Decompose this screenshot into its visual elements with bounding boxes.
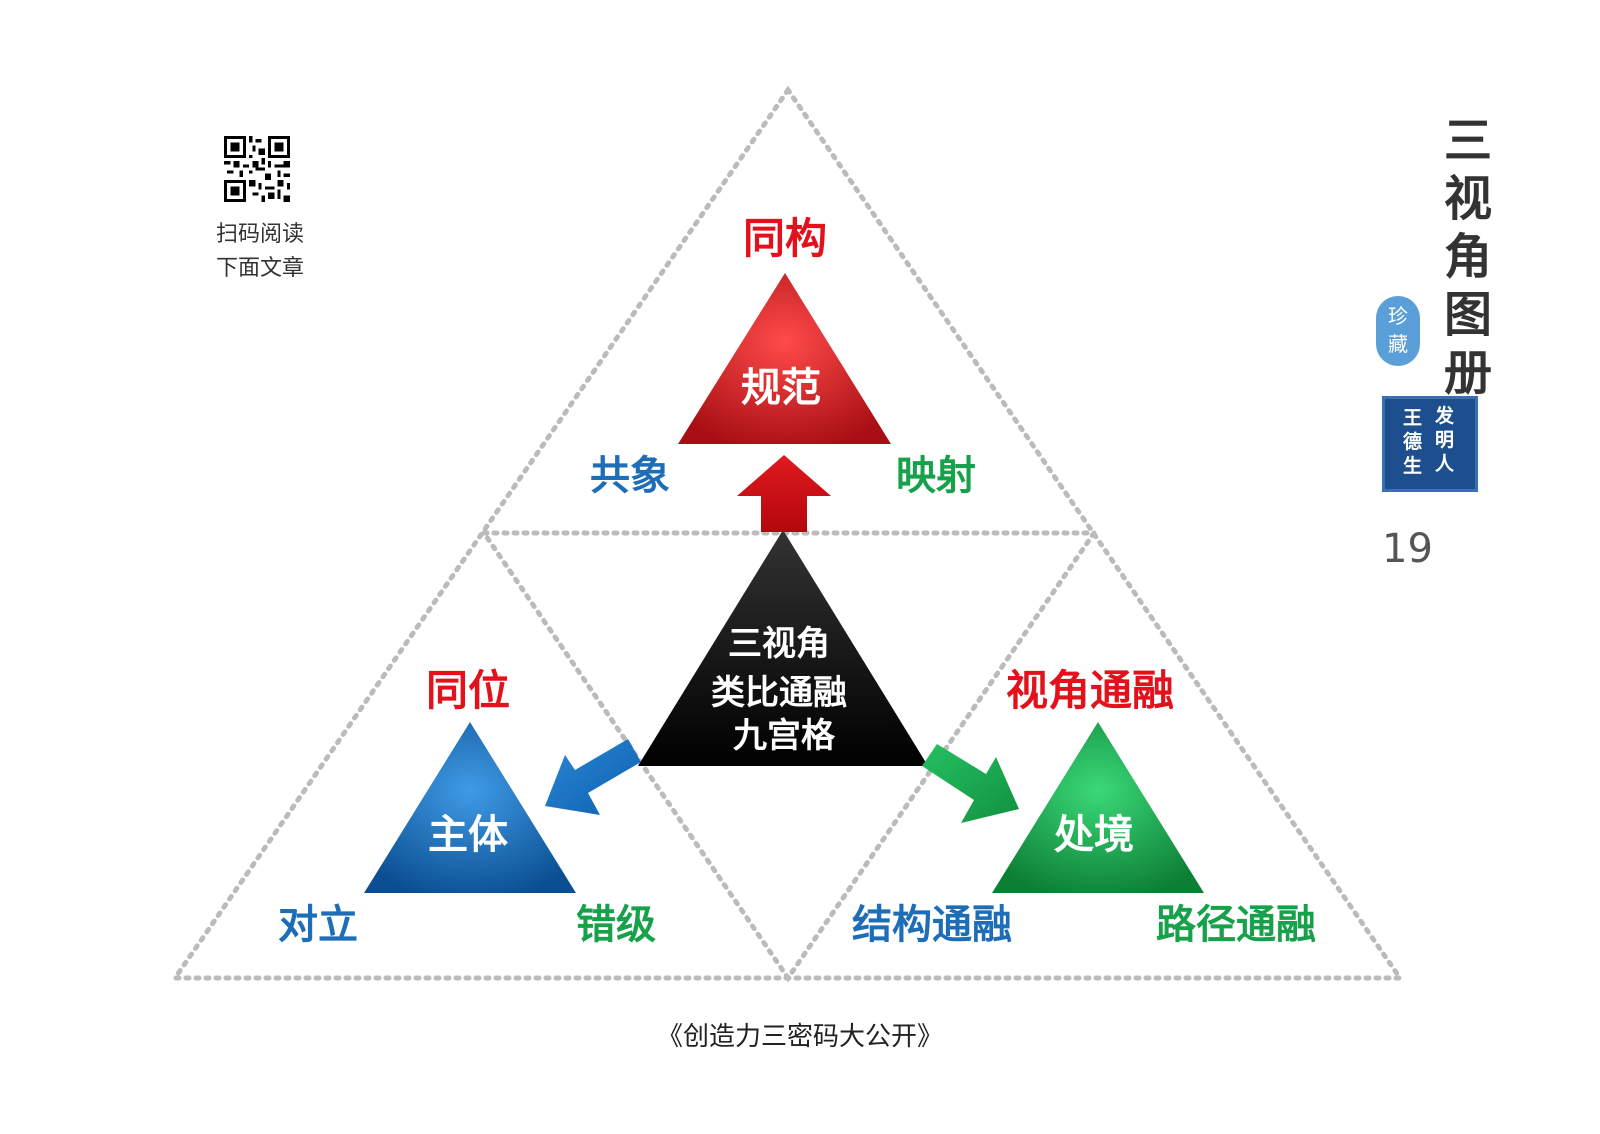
seal-char: 生 [1403, 455, 1423, 477]
arrow-blue-left-down [545, 739, 641, 815]
top-red-triangle [678, 273, 891, 444]
seal-char: 发 [1435, 405, 1455, 427]
center-line2: 类比通融 [711, 673, 847, 713]
arrow-up-red [737, 455, 831, 532]
right-green-triangle [992, 722, 1204, 893]
seal-char: 德 [1403, 431, 1423, 453]
title-char: 视 [1443, 171, 1492, 227]
qr-code-icon[interactable] [224, 136, 290, 202]
qr-caption-line1: 扫码阅读 [215, 222, 304, 247]
center-line1: 三视角 [728, 624, 830, 664]
qr-caption: 扫码阅读 下面文章 [205, 218, 315, 286]
seal-char: 王 [1403, 407, 1423, 429]
seal-round-char: 珍 [1388, 304, 1408, 328]
right-left-label: 结构通融 [852, 902, 1012, 948]
top-heading: 同构 [743, 214, 828, 263]
left-inner-label: 主体 [428, 812, 508, 858]
seal-char: 明 [1435, 429, 1455, 451]
right-inner-label: 处境 [1054, 812, 1134, 858]
title-char: 角 [1443, 229, 1492, 285]
arrow-green-right-down [922, 744, 1019, 823]
top-left-label: 共象 [590, 453, 670, 499]
right-right-label: 路径通融 [1156, 902, 1316, 948]
book-title-footer: 《创造力三密码大公开》 [656, 1022, 943, 1052]
title-char: 图 [1443, 287, 1492, 343]
left-heading: 同位 [426, 666, 511, 715]
right-heading: 视角通融 [1006, 666, 1175, 715]
page-number: 19 [1382, 526, 1433, 572]
left-blue-triangle [364, 722, 576, 893]
left-right-label: 错级 [576, 902, 656, 948]
top-right-label: 映射 [896, 453, 976, 499]
seal-round-char: 藏 [1388, 332, 1408, 356]
center-black-triangle [638, 530, 928, 766]
title-char: 册 [1443, 345, 1492, 401]
top-inner-label: 规范 [741, 365, 821, 411]
seal-square-icon: 发 明 人 王 德 生 [1382, 396, 1478, 492]
title-char: 三 [1443, 113, 1492, 169]
center-line3: 九宫格 [733, 716, 835, 756]
seal-round-icon: 珍 藏 [1376, 296, 1420, 366]
seal-char: 人 [1435, 453, 1455, 475]
left-left-label: 对立 [278, 902, 358, 948]
vertical-title: 三 视 角 图 册 [1440, 112, 1496, 402]
qr-caption-line2: 下面文章 [215, 256, 304, 281]
